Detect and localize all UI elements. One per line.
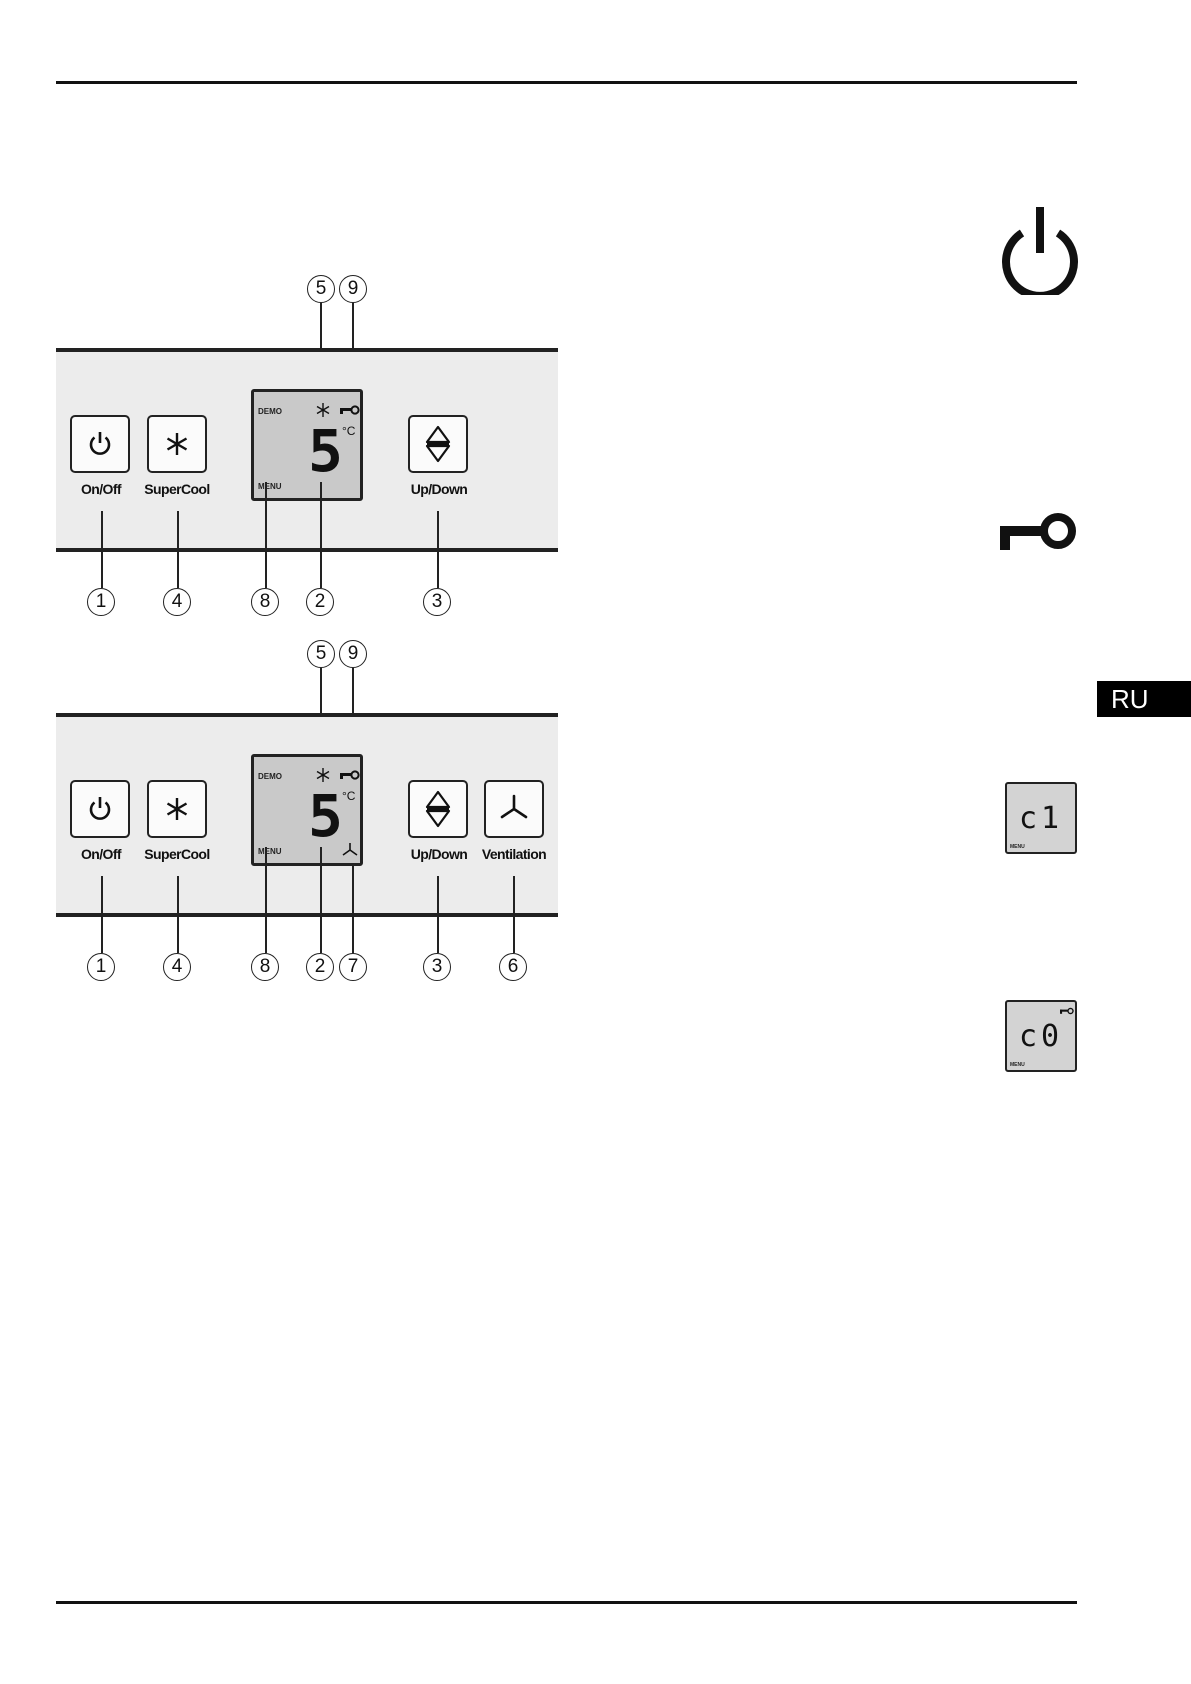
callout-5: 5 — [307, 640, 335, 668]
mini-menu-indicator: MENU — [1010, 844, 1025, 850]
key-lock-indicator-icon — [340, 405, 360, 415]
callout-8: 8 — [251, 953, 279, 981]
updown-icon — [425, 425, 451, 463]
updown-button[interactable] — [408, 415, 468, 473]
supercool-icon — [166, 433, 188, 455]
updown-label: Up/Down — [410, 481, 468, 497]
leader-2 — [320, 847, 322, 953]
menu-indicator: MENU — [258, 847, 282, 856]
leader-6 — [513, 876, 515, 953]
mini-display-c0: c0 MENU — [1005, 1000, 1077, 1072]
callout-1: 1 — [87, 953, 115, 981]
menu-indicator: MENU — [258, 482, 282, 491]
demo-indicator: DEMO — [258, 772, 282, 781]
supercool-indicator-icon — [316, 768, 330, 782]
temperature-unit: °C — [342, 424, 356, 438]
callout-4: 4 — [163, 588, 191, 616]
leader-3 — [437, 876, 439, 953]
callout-7: 7 — [339, 953, 367, 981]
language-tab: RU — [1097, 681, 1191, 717]
callout-8: 8 — [251, 588, 279, 616]
temperature-unit: °C — [342, 789, 356, 803]
supercool-button[interactable] — [147, 780, 207, 838]
supercool-indicator-icon — [316, 403, 330, 417]
leader-7 — [352, 865, 354, 953]
leader-4 — [177, 511, 179, 588]
supercool-label: SuperCool — [144, 481, 210, 497]
callout-9: 9 — [339, 275, 367, 303]
onoff-label: On/Off — [81, 846, 122, 862]
leader-4 — [177, 876, 179, 953]
leader-2 — [320, 482, 322, 588]
key-lock-icon — [1000, 513, 1076, 550]
callout-2: 2 — [306, 588, 334, 616]
callout-2: 2 — [306, 953, 334, 981]
mini-display-text: c1 — [1019, 801, 1064, 836]
leader-3 — [437, 511, 439, 588]
supercool-icon — [166, 798, 188, 820]
callout-6: 6 — [499, 953, 527, 981]
temperature-digit: 5 — [308, 417, 343, 485]
mini-menu-indicator: MENU — [1010, 1062, 1025, 1068]
leader-8 — [265, 847, 267, 953]
supercool-label: SuperCool — [144, 846, 210, 862]
demo-indicator: DEMO — [258, 407, 282, 416]
leader-1 — [101, 876, 103, 953]
power-icon — [1002, 207, 1078, 295]
callout-9: 9 — [339, 640, 367, 668]
top-rule — [56, 81, 1077, 84]
onoff-button[interactable] — [70, 780, 130, 838]
display-b: DEMO MENU 5 °C — [251, 754, 363, 866]
temperature-digit: 5 — [308, 782, 343, 850]
updown-button[interactable] — [408, 780, 468, 838]
callout-1: 1 — [87, 588, 115, 616]
mini-display-c1: c1 MENU — [1005, 782, 1077, 854]
callout-5: 5 — [307, 275, 335, 303]
leader-8 — [265, 482, 267, 588]
power-icon — [89, 797, 111, 820]
updown-icon — [425, 790, 451, 828]
ventilation-button[interactable] — [484, 780, 544, 838]
power-icon — [89, 432, 111, 455]
bottom-rule — [56, 1601, 1077, 1604]
key-lock-indicator-icon — [1060, 1007, 1074, 1015]
ventilation-indicator-icon — [342, 843, 358, 856]
supercool-button[interactable] — [147, 415, 207, 473]
ventilation-label: Ventilation — [481, 846, 547, 862]
onoff-button[interactable] — [70, 415, 130, 473]
leader-1 — [101, 511, 103, 588]
mini-display-text: c0 — [1019, 1019, 1064, 1054]
callout-3: 3 — [423, 588, 451, 616]
callout-3: 3 — [423, 953, 451, 981]
display-a: DEMO MENU 5 °C — [251, 389, 363, 501]
onoff-label: On/Off — [81, 481, 122, 497]
updown-label: Up/Down — [410, 846, 468, 862]
ventilation-icon — [500, 794, 528, 819]
key-lock-indicator-icon — [340, 770, 360, 780]
callout-4: 4 — [163, 953, 191, 981]
